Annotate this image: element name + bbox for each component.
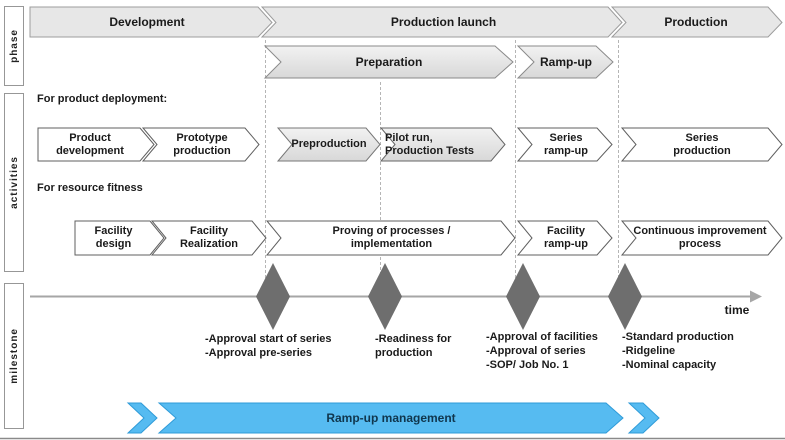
activity-arrow-preproduction-shape	[276, 127, 381, 162]
row-header-activities-label: activities	[8, 156, 20, 209]
phase-arrow-production-shape	[610, 6, 783, 38]
row-header-activities: activities	[4, 93, 24, 272]
banner-left-chevron-icon	[126, 402, 158, 434]
row-header-phase-label: phase	[8, 29, 20, 63]
activity-arrow-facility-ramp-up-shape	[516, 220, 613, 256]
row-header-phase: phase	[4, 6, 24, 86]
milestone-diamond-1	[256, 263, 290, 330]
banner-body-shape	[157, 402, 624, 434]
activity-arrow-continuous-improvement-shape	[620, 220, 783, 256]
activity-arrow-facility-realization-shape	[150, 220, 267, 256]
milestone-diamond-2	[368, 263, 402, 330]
subphase-arrow-preparation-shape	[263, 45, 514, 79]
banner-right-chevron-icon	[627, 402, 660, 434]
activity-arrow-facility-design-shape	[74, 220, 165, 256]
activity-arrow-proving-processes-shape	[265, 220, 516, 256]
timeline-arrowhead-icon	[750, 290, 762, 303]
row-header-milestone: milestone	[4, 283, 24, 429]
milestone-diamond-4	[608, 263, 642, 330]
phase-arrow-production-launch-shape	[260, 6, 623, 38]
row-header-milestone-label: milestone	[8, 328, 20, 384]
milestone-diamond-3	[506, 263, 540, 330]
activity-arrow-prototype-production-shape	[141, 127, 260, 162]
activity-arrow-series-ramp-up-shape	[516, 127, 613, 162]
phase-arrow-development-shape	[29, 6, 273, 38]
activity-arrow-series-production-shape	[620, 127, 783, 162]
subphase-arrow-ramp-up-shape	[516, 45, 614, 79]
activity-arrow-product-development-shape	[37, 127, 155, 162]
activity-arrow-pilot-run-shape	[379, 127, 506, 162]
